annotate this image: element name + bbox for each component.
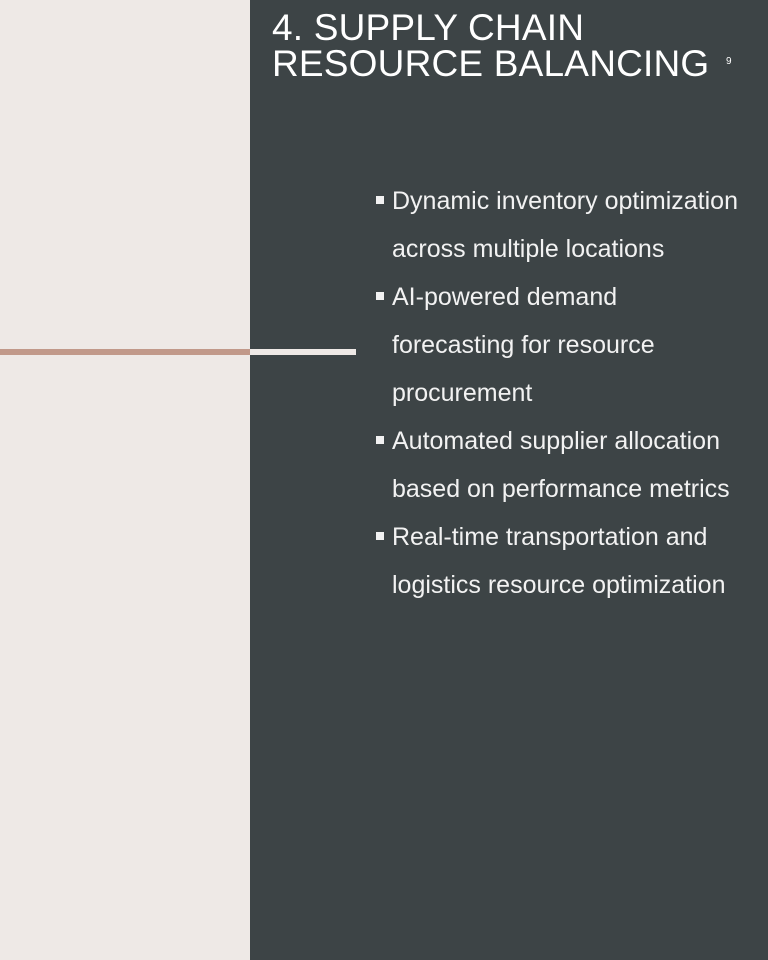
slide-title-line-2: RESOURCE BALANCING — [272, 43, 710, 84]
square-bullet-icon — [376, 532, 384, 540]
bullet-item-demand-forecasting: AI-powered demand forecasting for resour… — [376, 273, 746, 417]
bullet-text: Dynamic inventory optimization across mu… — [392, 187, 738, 263]
bullet-text: Automated supplier allocation based on p… — [392, 427, 730, 503]
bullet-item-logistics-optimization: Real-time transportation and logistics r… — [376, 513, 746, 609]
light-divider-line — [250, 349, 356, 355]
bullet-text: AI-powered demand forecasting for resour… — [392, 283, 655, 407]
square-bullet-icon — [376, 292, 384, 300]
left-panel — [0, 0, 250, 960]
bullet-list: Dynamic inventory optimization across mu… — [376, 177, 746, 609]
square-bullet-icon — [376, 196, 384, 204]
bullet-text: Real-time transportation and logistics r… — [392, 523, 726, 599]
slide-title-line-1: 4. SUPPLY CHAIN — [272, 7, 585, 48]
bullet-item-supplier-allocation: Automated supplier allocation based on p… — [376, 417, 746, 513]
content-panel — [250, 0, 768, 960]
accent-divider-line — [0, 349, 250, 355]
slide-title: 4. SUPPLY CHAIN RESOURCE BALANCING — [272, 7, 722, 84]
bullet-item-inventory-optimization: Dynamic inventory optimization across mu… — [376, 177, 746, 273]
square-bullet-icon — [376, 436, 384, 444]
page-number: 9 — [726, 56, 732, 67]
